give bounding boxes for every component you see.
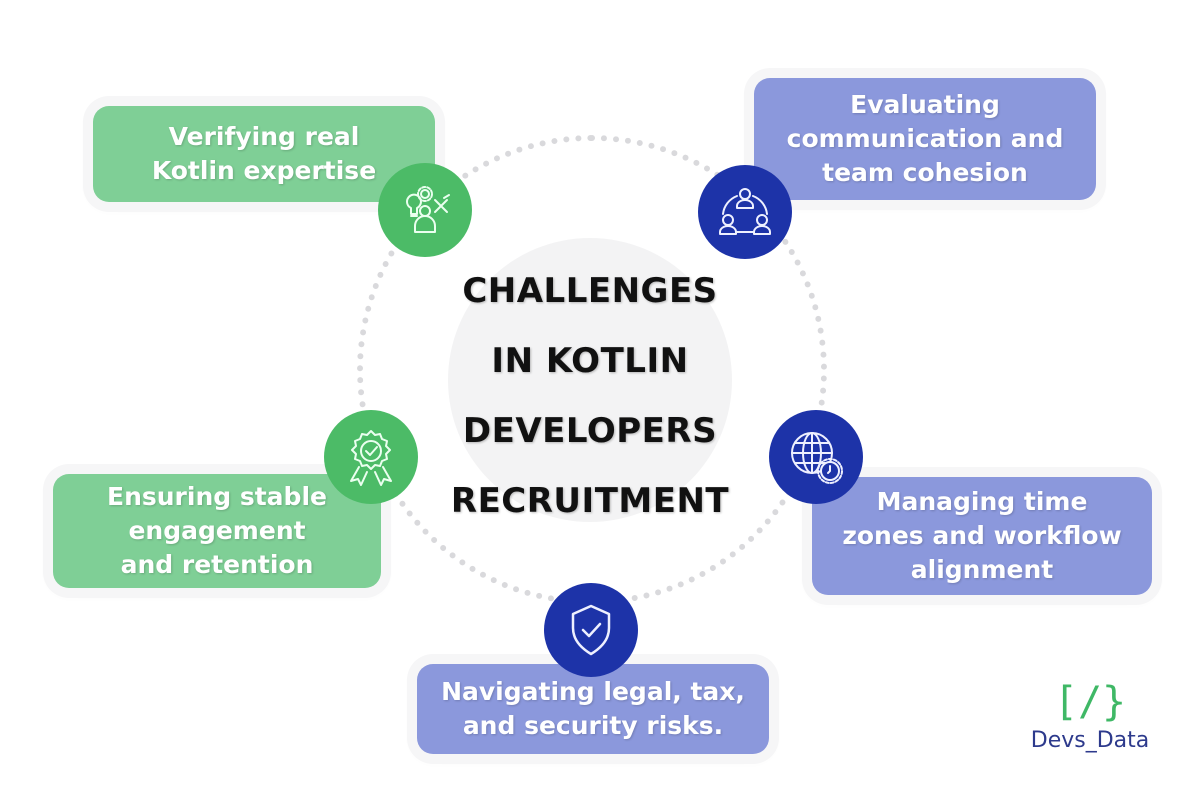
card-line: zones and workflow bbox=[842, 521, 1122, 550]
globe-clock-icon bbox=[769, 410, 863, 504]
logo-text: Devs_Data bbox=[1030, 728, 1150, 753]
card-line: communication and bbox=[786, 124, 1064, 153]
title-line: IN KOTLIN bbox=[491, 341, 689, 381]
logo-mark-icon: [/} bbox=[1053, 679, 1127, 725]
card-line: Verifying real bbox=[168, 122, 360, 151]
card-line: team cohesion bbox=[822, 158, 1028, 187]
title-line: RECRUITMENT bbox=[450, 481, 730, 521]
devsdata-logo: [/} Devs_Data bbox=[1010, 680, 1170, 753]
team-network-icon bbox=[698, 165, 792, 259]
award-badge-icon bbox=[324, 410, 418, 504]
card-line: Evaluating bbox=[850, 90, 1000, 119]
infographic-title: CHALLENGES IN KOTLIN DEVELOPERS RECRUITM… bbox=[400, 256, 780, 536]
card-line: Kotlin expertise bbox=[151, 156, 377, 185]
card-line: and security risks. bbox=[462, 711, 724, 740]
skills-person-icon bbox=[378, 163, 472, 257]
challenge-card-ensuring: Ensuring stable engagement and retention bbox=[53, 474, 381, 588]
challenge-card-verifying: Verifying real Kotlin expertise bbox=[93, 106, 435, 202]
card-line: Ensuring stable bbox=[107, 482, 327, 511]
card-line: Navigating legal, tax, bbox=[441, 677, 745, 706]
center-disc bbox=[448, 238, 732, 522]
card-line: Managing time bbox=[876, 487, 1088, 516]
challenge-card-evaluating: Evaluating communication and team cohesi… bbox=[754, 78, 1096, 200]
card-line: and retention bbox=[120, 550, 314, 579]
challenge-card-managing: Managing time zones and workflow alignme… bbox=[812, 477, 1152, 595]
shield-check-icon bbox=[544, 583, 638, 677]
title-line: DEVELOPERS bbox=[462, 411, 718, 451]
card-line: alignment bbox=[910, 555, 1054, 584]
title-line: CHALLENGES bbox=[462, 271, 718, 311]
card-line: engagement bbox=[128, 516, 306, 545]
challenge-card-navigating: Navigating legal, tax, and security risk… bbox=[417, 664, 769, 754]
